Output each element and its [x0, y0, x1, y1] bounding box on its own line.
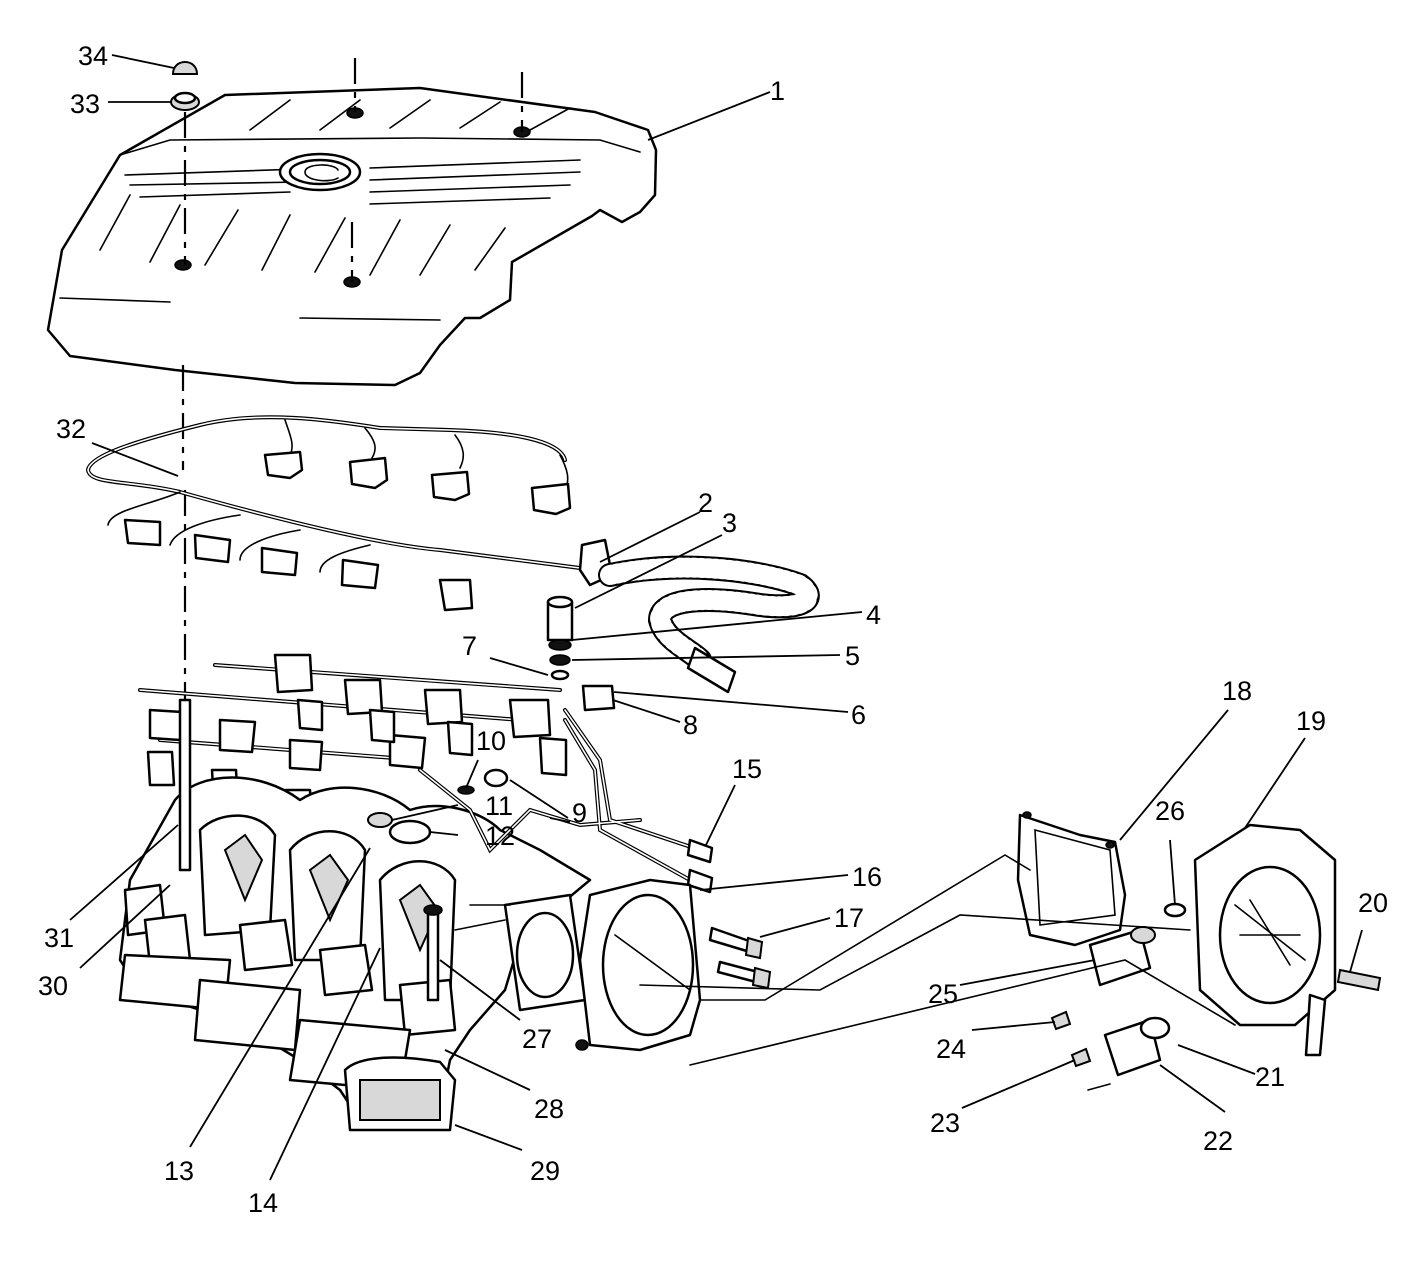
tps-sensor	[1103, 1016, 1171, 1077]
callout-34: 34	[78, 41, 108, 71]
cover-grommet	[170, 91, 200, 111]
callout-15: 15	[732, 754, 762, 784]
callout-21: 21	[1255, 1062, 1285, 1092]
leader-lines	[69, 54, 1363, 1181]
throttle-body-bolts	[708, 926, 772, 990]
manifold-gasket	[343, 1056, 457, 1132]
o-ring-26	[1163, 902, 1187, 918]
callout-8: 8	[683, 710, 698, 740]
callout-25: 25	[928, 979, 958, 1009]
callout-11: 11	[485, 791, 513, 821]
callout-5: 5	[845, 641, 860, 671]
callout-28: 28	[534, 1094, 564, 1124]
callout-13: 13	[164, 1156, 194, 1186]
callout-12: 12	[485, 821, 515, 851]
iac-valve	[1088, 926, 1156, 987]
callout-20: 20	[1358, 888, 1388, 918]
center-lines	[181, 58, 524, 830]
manifold-bolts	[178, 698, 443, 1002]
callout-30: 30	[38, 971, 68, 1001]
callout-22: 22	[1203, 1126, 1233, 1156]
callout-6: 6	[851, 700, 866, 730]
callout-24: 24	[936, 1034, 966, 1064]
callout-labels: 1 2 3 4 5 6 7 8 9 10 11 12 13 14 15 16 1…	[38, 41, 1388, 1218]
callout-27: 27	[522, 1024, 552, 1054]
callout-17: 17	[834, 903, 864, 933]
callout-31: 31	[44, 923, 74, 953]
callout-1: 1	[770, 76, 785, 106]
callout-2: 2	[698, 488, 713, 518]
callout-3: 3	[722, 508, 737, 538]
cover-retainer-pin	[171, 61, 199, 75]
callout-9: 9	[572, 798, 587, 828]
callout-14: 14	[248, 1188, 278, 1218]
callout-32: 32	[56, 414, 86, 444]
callout-26: 26	[1155, 796, 1185, 826]
throttle-body	[575, 878, 702, 1052]
throttle-body-assembly-right	[1193, 823, 1337, 1057]
callout-10: 10	[476, 726, 506, 756]
pressure-regulator-stack	[546, 595, 616, 712]
callout-19: 19	[1296, 706, 1326, 736]
throttle-body-gasket	[1016, 811, 1127, 947]
callout-16: 16	[852, 862, 882, 892]
callout-7: 7	[462, 631, 477, 661]
callout-4: 4	[866, 600, 881, 630]
fuel-lines	[367, 708, 714, 894]
callout-23: 23	[930, 1108, 960, 1138]
sensor-screws	[1050, 968, 1382, 1091]
callout-33: 33	[70, 89, 100, 119]
callout-29: 29	[530, 1156, 560, 1186]
wiring-harness	[85, 415, 820, 694]
callout-18: 18	[1222, 676, 1252, 706]
assembly-lines	[639, 854, 1236, 1066]
